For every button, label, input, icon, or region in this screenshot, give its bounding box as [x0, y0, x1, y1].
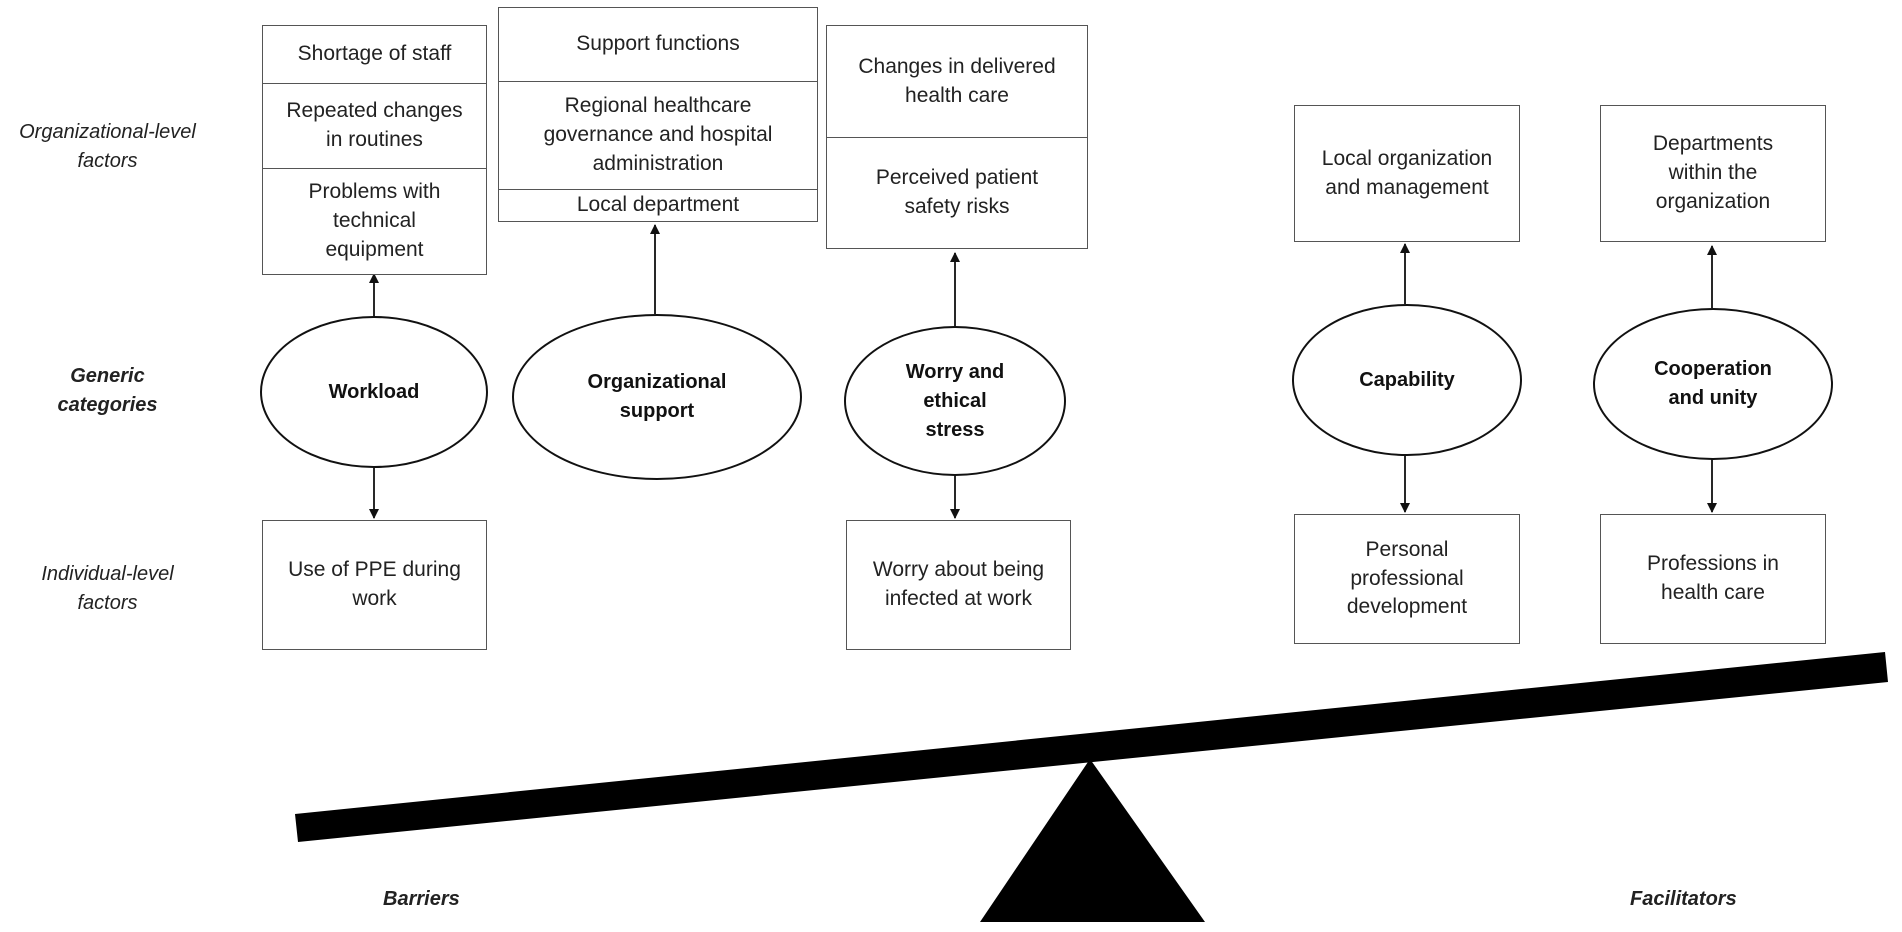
cooperation-individual-factor-box: Professions in health care: [1600, 514, 1826, 644]
orgsupport-org-factor: Local department: [576, 193, 740, 217]
capability-individual-factor-box: Personal professional development: [1294, 514, 1520, 644]
cooperation-org-factor: Departments within the organization: [1652, 132, 1774, 213]
workload-individual-factor: Use of PPE during work: [288, 558, 461, 610]
category-capability: Capability: [1292, 304, 1522, 456]
facilitators-label: Facilitators: [1630, 888, 1737, 910]
workload-individual-factor-box: Use of PPE during work: [262, 520, 487, 650]
orgsupport-org-factor: Support functions: [499, 8, 817, 82]
category-worry-ethical-stress: Worry and ethical stress: [844, 326, 1066, 476]
cooperation-org-factors-box: Departments within the organization: [1600, 105, 1826, 242]
workload-org-factors-box: Shortage of staff Repeated changes in ro…: [262, 25, 487, 275]
worry-org-factor: Perceived patient safety risks: [875, 166, 1039, 218]
capability-org-factors-box: Local organization and management: [1294, 105, 1520, 242]
barriers-label: Barriers: [383, 888, 460, 910]
worry-individual-factor-box: Worry about being infected at work: [846, 520, 1071, 650]
seesaw-fulcrum: [980, 759, 1205, 922]
workload-org-factor: Problems with technical equipment: [308, 180, 441, 261]
row-label-organizational: Organizational-level factors: [19, 121, 196, 172]
category-workload: Workload: [260, 316, 488, 468]
orgsupport-org-factors-box: Support functions Regional healthcare go…: [498, 7, 818, 222]
category-cooperation-unity: Cooperation and unity: [1593, 308, 1833, 460]
worry-individual-factor: Worry about being infected at work: [872, 558, 1045, 610]
workload-org-factor: Repeated changes in routines: [263, 84, 486, 169]
capability-org-factor: Local organization and management: [1321, 146, 1493, 199]
seesaw-beam: [295, 652, 1888, 842]
worry-org-factors-box: Changes in delivered health care Perceiv…: [826, 25, 1088, 249]
worry-org-factor: Changes in delivered health care: [827, 26, 1087, 138]
row-label-generic: Generic categories: [57, 365, 158, 416]
row-label-individual: Individual-level factors: [41, 563, 174, 614]
orgsupport-org-factor: Regional healthcare governance and hospi…: [499, 82, 817, 190]
workload-org-factor: Shortage of staff: [263, 26, 486, 84]
cooperation-individual-factor: Professions in health care: [1647, 552, 1779, 604]
category-organizational-support: Organizational support: [512, 314, 802, 480]
capability-individual-factor: Personal professional development: [1346, 537, 1468, 619]
